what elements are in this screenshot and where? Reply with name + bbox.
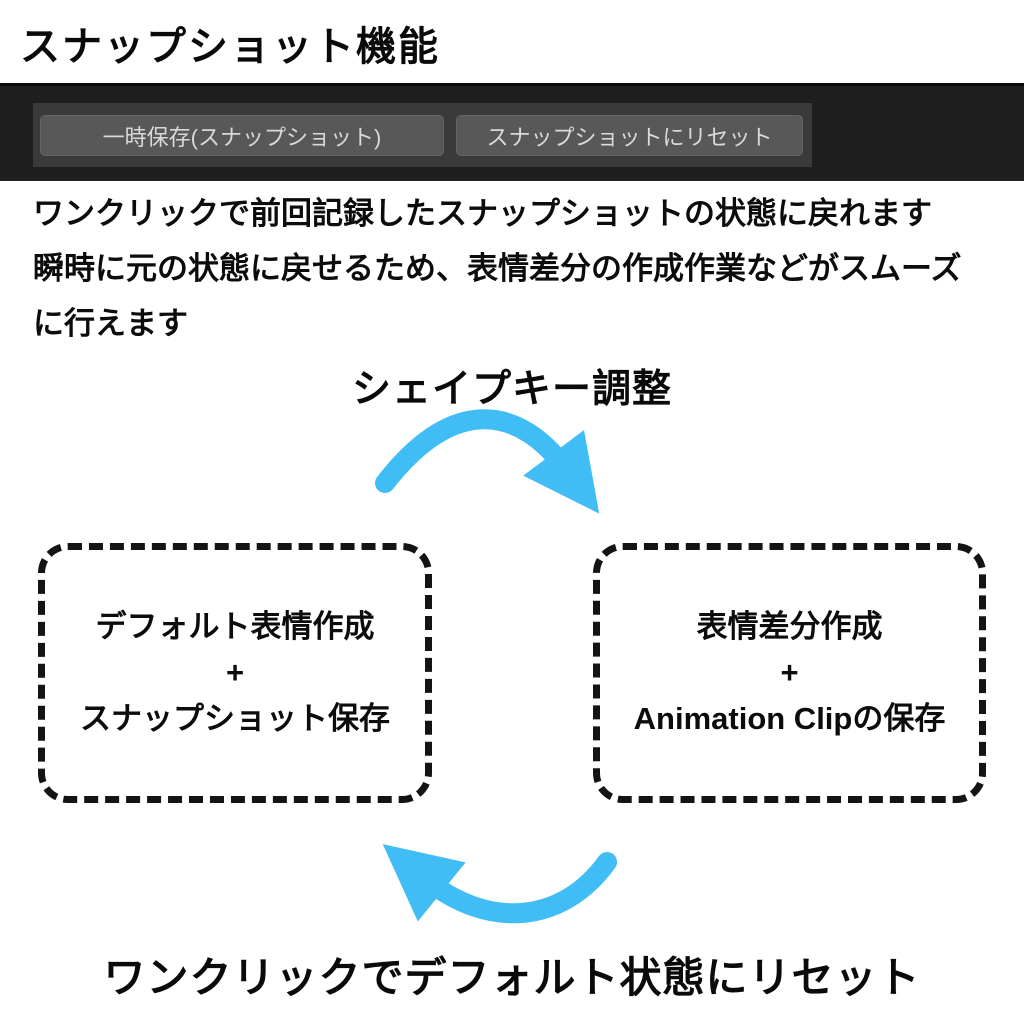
shape-key-adjust-label: シェイプキー調整 xyxy=(351,368,672,411)
default-expression-box: デフォルト表情作成 + スナップショット保存 xyxy=(38,543,432,803)
expression-variant-box: 表情差分作成 + Animation Clipの保存 xyxy=(593,543,986,803)
left-box-line-2: スナップショット保存 xyxy=(80,701,390,736)
description-line-2: 瞬時に元の状態に戻せるため、表情差分の作成作業などがスムーズ xyxy=(33,251,962,286)
right-box-line-2: Animation Clipの保存 xyxy=(633,701,946,736)
reset-to-snapshot-button[interactable]: スナップショットにリセット xyxy=(456,115,803,156)
page-title: スナップショット機能 xyxy=(20,25,440,69)
curved-arrow-right-icon xyxy=(375,409,600,514)
left-box-plus: + xyxy=(225,655,245,690)
description-line-3: に行えます xyxy=(33,306,188,341)
curved-arrow-left-icon xyxy=(382,844,617,924)
right-box-plus: + xyxy=(780,655,799,690)
snapshot-toolbar-screenshot: 一時保存(スナップショット) スナップショットにリセット xyxy=(0,83,1024,181)
description-line-1: ワンクリックで前回記録したスナップショットの状態に戻れます xyxy=(33,196,932,231)
bottom-arrow-stroke xyxy=(382,844,617,924)
right-box-line-1: 表情差分作成 xyxy=(696,609,883,644)
one-click-reset-label: ワンクリックでデフォルト状態にリセット xyxy=(103,954,921,1001)
temp-save-snapshot-button[interactable]: 一時保存(スナップショット) xyxy=(40,115,444,156)
top-arrow-stroke xyxy=(375,409,600,514)
toolbar-panel: 一時保存(スナップショット) スナップショットにリセット xyxy=(33,103,812,167)
feature-description: ワンクリックで前回記録したスナップショットの状態に戻れます 瞬時に元の状態に戻せ… xyxy=(33,186,1013,351)
left-box-line-1: デフォルト表情作成 xyxy=(95,609,375,644)
